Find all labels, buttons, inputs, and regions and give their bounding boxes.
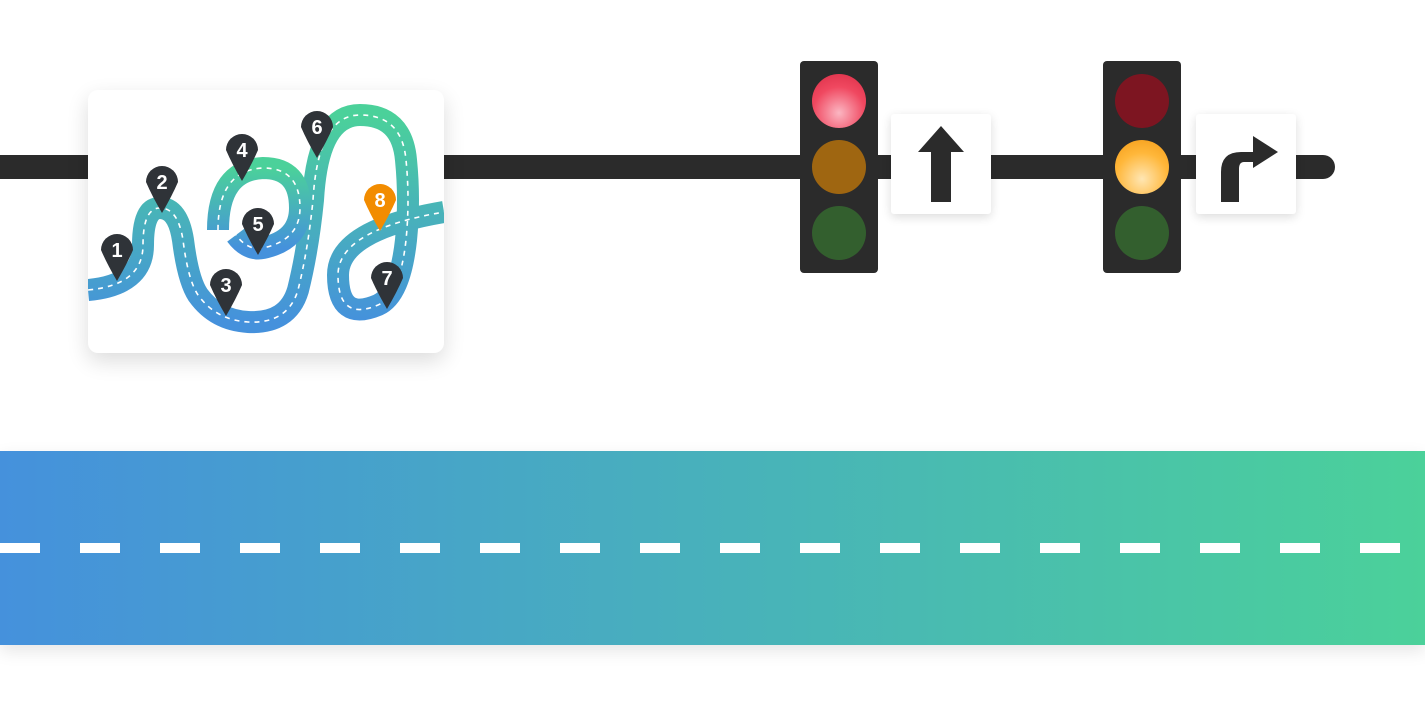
milestone-number: 1 <box>111 240 122 262</box>
milestone-number: 4 <box>236 140 248 162</box>
amber-lamp-off <box>812 140 866 194</box>
arrow-up-icon <box>918 126 964 202</box>
milestone-pin: 8 <box>364 184 396 231</box>
road-surface <box>0 451 1425 645</box>
milestone-pin: 4 <box>226 134 258 181</box>
map-pin-icon <box>226 134 258 181</box>
milestone-number: 6 <box>311 117 322 139</box>
roadmap-card: 1 2 3 4 5 6 7 8 <box>88 90 444 353</box>
turn-right-arrow-icon <box>1221 136 1278 202</box>
milestone-number: 8 <box>374 190 385 212</box>
milestone-number: 2 <box>156 172 167 194</box>
milestone-pin: 6 <box>301 111 333 158</box>
traffic-light-red <box>800 61 878 273</box>
green-lamp-off <box>812 206 866 260</box>
winding-road-illustration: 1 2 3 4 5 6 7 8 <box>88 103 444 334</box>
milestone-pin: 3 <box>210 269 242 316</box>
traffic-light-amber <box>1103 61 1181 273</box>
map-pin-icon <box>210 269 242 316</box>
map-pin-icon <box>371 262 403 309</box>
milestone-pin: 1 <box>101 234 133 281</box>
milestone-number: 7 <box>381 268 392 290</box>
map-pin-icon <box>301 111 333 158</box>
road-center-dashes <box>88 114 444 323</box>
milestone-number: 5 <box>252 214 263 236</box>
map-pin-icon <box>242 208 274 255</box>
green-lamp-off <box>1115 206 1169 260</box>
red-lamp-on <box>812 74 866 128</box>
map-pin-icon <box>101 234 133 281</box>
red-lamp-off <box>1115 74 1169 128</box>
milestone-pin: 5 <box>242 208 274 255</box>
direction-sign-straight <box>891 114 991 214</box>
road-banner <box>0 451 1425 645</box>
milestone-number: 3 <box>220 275 231 297</box>
milestone-pins: 1 2 3 4 5 6 7 8 <box>101 111 403 316</box>
map-pin-icon <box>364 184 396 231</box>
milestone-pin: 7 <box>371 262 403 309</box>
milestone-pin: 2 <box>146 166 178 213</box>
map-pin-icon <box>146 166 178 213</box>
direction-sign-turn-right <box>1196 114 1296 214</box>
amber-lamp-on <box>1115 140 1169 194</box>
